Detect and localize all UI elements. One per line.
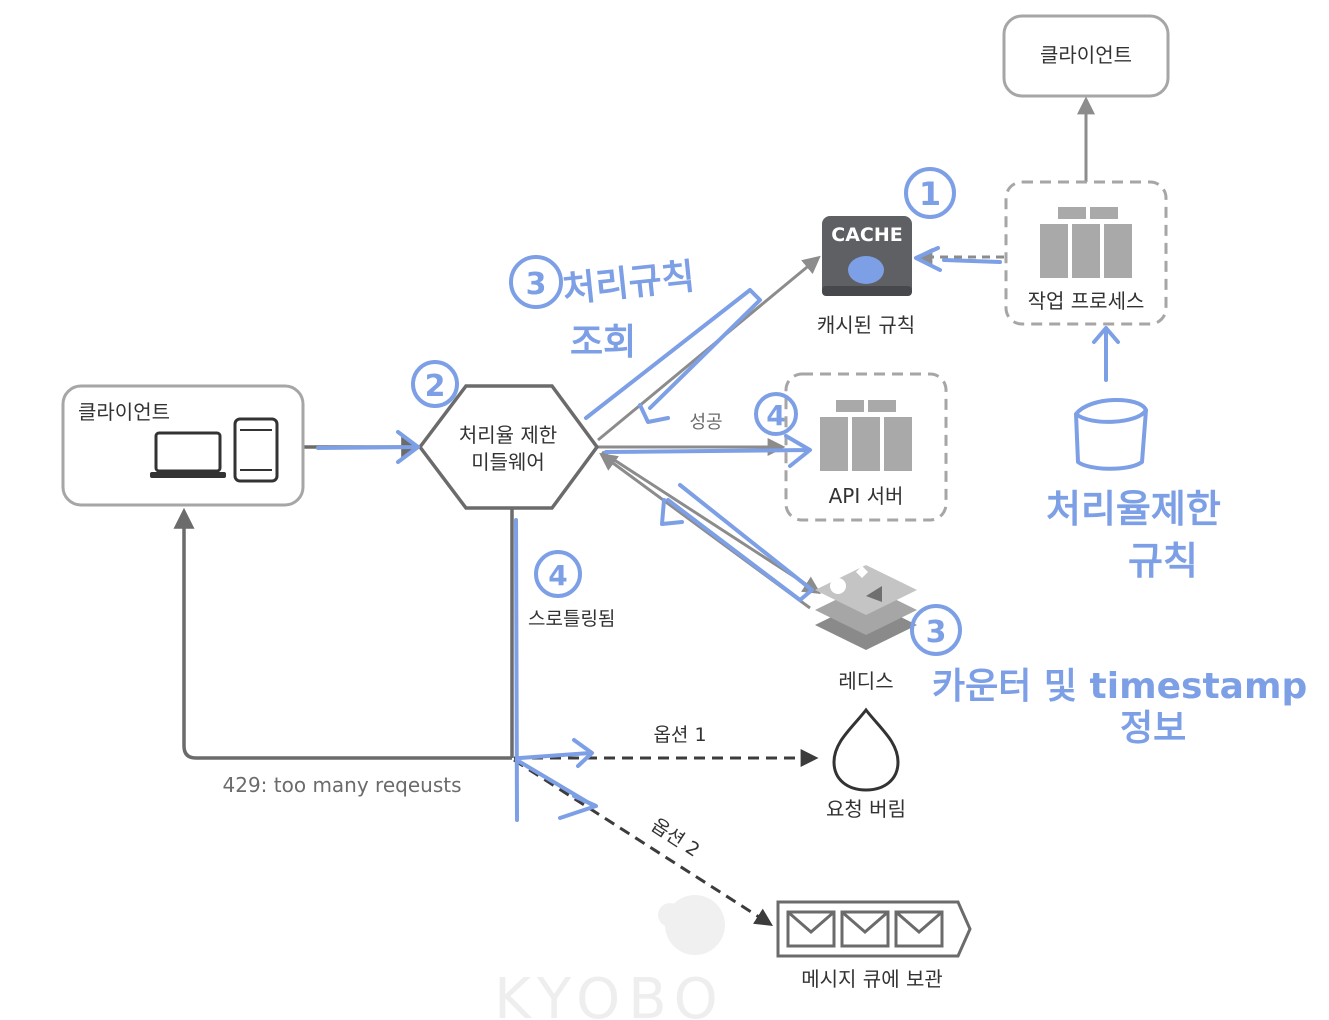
drop-caption: 요청 버림 [826,797,906,821]
worker-caption: 작업 프로세스 [1028,289,1145,313]
server-rack-icon [820,400,912,471]
watermark-text: KYOBO [494,967,725,1020]
annotation-step-4-throttle: 4 [548,559,567,592]
annotation-redis-note-line1: 카운터 및 timestamp [932,666,1307,707]
client-left-label: 클라이언트 [78,400,170,424]
edge-label-option1: 옵션 1 [653,724,706,746]
annotation-redis-note-line2: 정보 [1120,708,1186,749]
drop-icon [832,707,900,792]
tablet-icon [233,417,279,483]
edge-option2 [513,758,774,926]
api-server-node: API 서버 [784,372,948,522]
laptop-icon [150,431,226,478]
annotation-step-3-rules: 3 [526,267,547,302]
cache-node: CACHE 캐시된 규칙 [817,216,915,337]
cache-badge-text: CACHE [831,224,902,246]
annotation-step-3-redis: 3 [926,615,947,650]
api-server-caption: API 서버 [829,484,904,508]
client-top-node: 클라이언트 [1002,14,1170,98]
envelope-icon [786,910,944,948]
cache-disk-icon [848,256,884,284]
rate-limiter-label-line1: 처리율 제한 [459,423,557,447]
annotation-step-4-api: 4 [766,399,785,432]
rate-limiter-label-line2: 미들웨어 [471,450,545,474]
annotation-step-1-cache: 1 [919,175,941,213]
message-queue-caption: 메시지 큐에 보관 [801,967,943,991]
client-left-node: 클라이언트 [61,384,305,507]
edge-label-throttled: 스로틀링됨 [528,608,615,630]
drop-node: 요청 버림 [826,707,906,821]
watermark: KYOBO [494,895,725,1020]
server-rack-icon [1040,207,1132,278]
annotation-step-2-middleware: 2 [425,369,446,404]
annotation-rules-line1: 처리규칙 [561,256,697,311]
annotation-rules-store-line2: 규칙 [1128,539,1198,583]
redis-node: 레디스 [815,565,917,693]
edge-label-success: 성공 [689,412,722,433]
annotation-rules-store-line1: 처리율제한 [1046,487,1221,531]
edge-label-option2: 옵션 2 [647,814,704,861]
edge-429-return [173,507,512,760]
rate-limiter-node: 처리율 제한 미들웨어 [417,384,600,510]
edge-label-too-many: 429: too many reqeusts [223,773,462,797]
worker-node: 작업 프로세스 [1004,180,1168,326]
annotation-rules-line2: 조회 [570,322,636,363]
redis-caption: 레디스 [838,669,893,693]
handwritten-annotations: 1 2 3 처리규칙 조회 4 4 3 카운터 및 timestamp 정보 처… [316,167,1307,822]
cache-caption: 캐시된 규칙 [817,313,915,337]
client-top-label: 클라이언트 [1040,43,1132,67]
message-queue-node: 메시지 큐에 보관 [776,900,972,991]
